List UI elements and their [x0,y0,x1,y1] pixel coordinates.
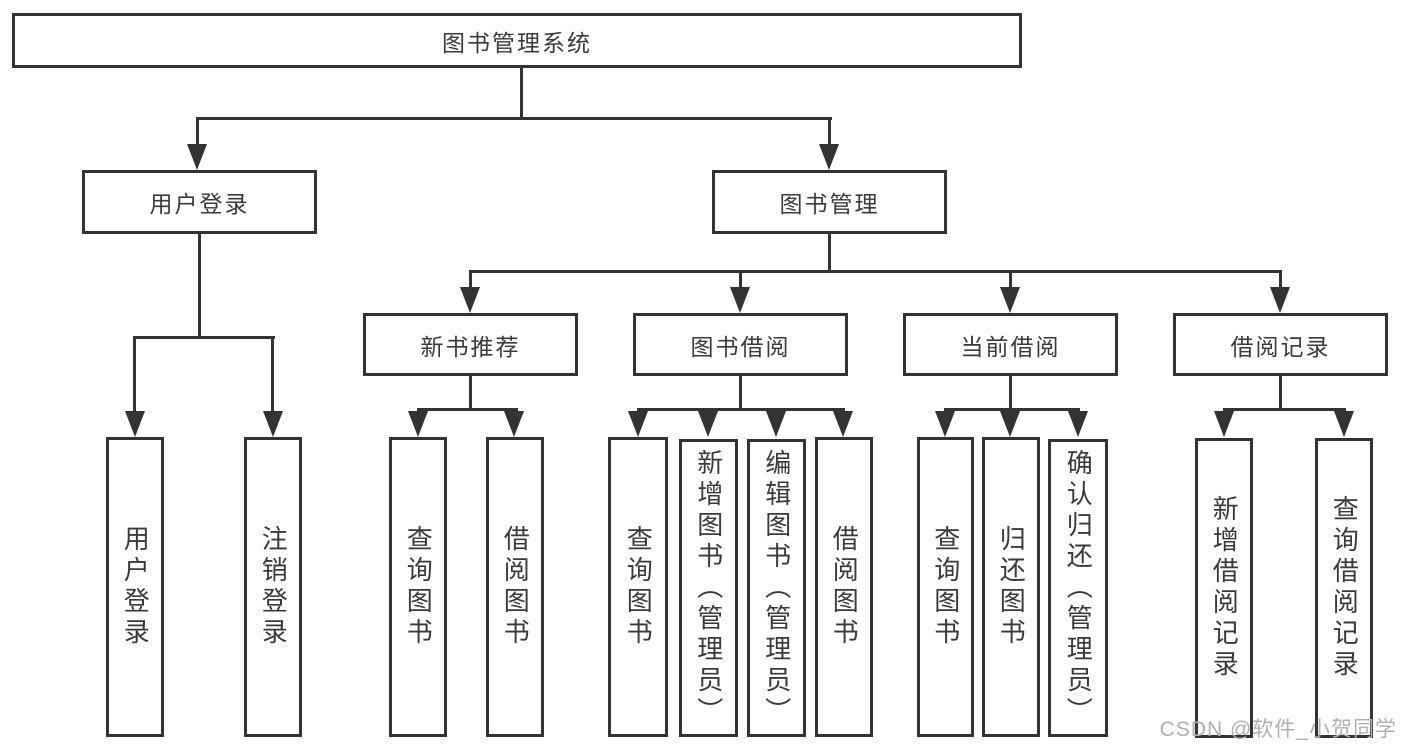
leaf-bor-edit-book-admin: 编辑图书（管理员） [747,439,806,737]
node-root-library-system: 图书管理系统 [12,13,1022,68]
connector-new-book-rec-branch [417,408,518,411]
connector-borrow-record-branch [1223,408,1346,411]
leaf-cur-return-book: 归还图书 [982,437,1040,737]
connector-root-stem [520,68,523,119]
arrowhead-to-bor-add-book [698,411,718,437]
connector-new-book-rec-stem [469,376,472,411]
node-new-book-rec: 新书推荐 [363,313,578,376]
arrowhead-to-book-borrow [730,287,750,313]
leaf-cur-confirm-return-admin: 确认归还（管理员） [1048,439,1108,737]
arrowhead-to-cur-return-book [1000,411,1020,437]
arrowhead-to-bor-borrow-book [833,411,853,437]
arrowhead-to-leaf-logout [263,411,283,437]
leaf-logout: 注销登录 [244,437,302,737]
connector-arrow-shaft [1009,270,1012,289]
node-book-mgmt: 图书管理 [712,170,947,234]
arrowhead-to-bor-edit-book [766,411,786,437]
arrowhead-to-cur-confirm-return [1068,411,1088,437]
arrowhead-to-rec-query-book [408,411,428,437]
leaf-cur-query-book: 查询图书 [917,437,974,737]
leaf-user-login: 用户登录 [106,437,164,737]
connector-root-branch [196,117,832,120]
arrowhead-to-book-mgmt [819,144,839,170]
arrowhead-to-user-login [187,144,207,170]
connector-user-login-branch [134,336,275,339]
connector-book-borrow-branch [637,408,845,411]
node-user-login: 用户登录 [82,170,317,234]
leaf-bor-query-book: 查询图书 [608,437,668,737]
leaf-rcd-add-record: 新增借阅记录 [1195,438,1253,738]
connector-user-login-stem [198,234,201,339]
connector-arrow-shaft [196,117,199,148]
connector-book-mgmt-stem [828,234,831,273]
leaf-bor-add-book-admin: 新增图书（管理员） [679,439,738,737]
connector-arrow-shaft [133,336,136,414]
arrowhead-to-current-borrow [1000,287,1020,313]
leaf-bor-borrow-book: 借阅图书 [815,437,873,737]
connector-arrow-shaft [1279,270,1282,289]
node-current-borrow: 当前借阅 [903,313,1118,376]
connector-borrow-record-stem [1279,376,1282,411]
leaf-rcd-query-record: 查询借阅记录 [1315,438,1373,738]
leaf-rec-query-book: 查询图书 [389,437,447,737]
connector-current-borrow-stem [1009,376,1012,411]
leaf-rec-borrow-book: 借阅图书 [486,437,544,737]
csdn-watermark: CSDN @软件_小贺同学 [1159,718,1397,741]
arrowhead-to-borrow-record [1270,287,1290,313]
connector-current-borrow-branch [944,408,1080,411]
arrowhead-to-rec-borrow-book [504,411,524,437]
arrowhead-to-new-book-rec [460,287,480,313]
arrowhead-to-bor-query-book [628,411,648,437]
arrowhead-to-rcd-add-record [1214,411,1234,437]
arrowhead-to-cur-query-book [935,411,955,437]
node-borrow-record: 借阅记录 [1173,313,1388,376]
arrowhead-to-leaf-user-login [125,411,145,437]
arrowhead-to-rcd-query-record [1334,411,1354,437]
connector-arrow-shaft [828,117,831,148]
node-book-borrow: 图书借阅 [633,313,848,376]
connector-arrow-shaft [739,270,742,289]
connector-arrow-shaft [469,270,472,289]
connector-book-mgmt-branch [469,270,1281,273]
connector-book-borrow-stem [739,376,742,411]
connector-arrow-shaft [271,336,274,414]
